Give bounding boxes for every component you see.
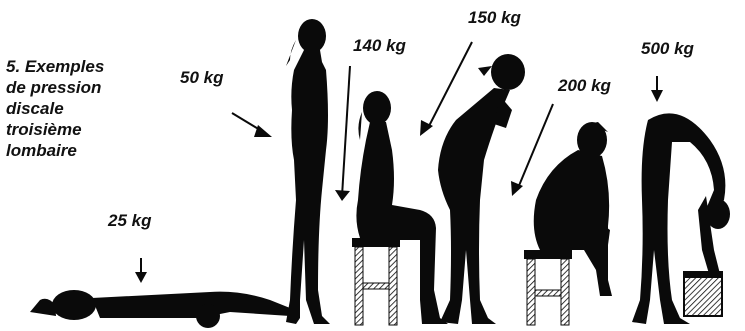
arrow-bending-forward	[651, 76, 663, 102]
stool-upright	[352, 238, 400, 325]
stool-bent	[524, 250, 572, 325]
arrow-standing	[232, 113, 272, 137]
figure-standing	[286, 19, 330, 324]
figure-sitting-bent	[534, 122, 612, 296]
box	[684, 272, 722, 316]
figure-lying	[30, 290, 290, 328]
arrow-lying	[135, 258, 147, 283]
arrow-sitting-upright	[335, 66, 350, 201]
